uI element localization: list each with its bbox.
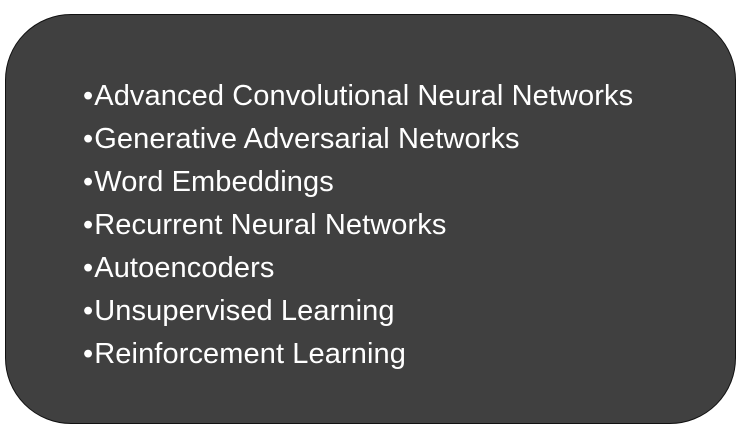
bullet-icon: • [83,295,94,327]
topics-panel: •Advanced Convolutional Neural Networks … [5,14,736,424]
list-item: •Autoencoders [83,247,633,290]
bullet-icon: • [83,252,94,284]
bullet-icon: • [83,166,94,198]
list-item: •Unsupervised Learning [83,290,633,333]
bullet-icon: • [83,123,94,155]
list-item: •Advanced Convolutional Neural Networks [83,75,633,118]
topics-list: •Advanced Convolutional Neural Networks … [83,75,633,376]
list-item: •Recurrent Neural Networks [83,204,633,247]
list-item-label: Autoencoders [94,252,275,284]
list-item-label: Unsupervised Learning [94,295,395,327]
list-item: •Generative Adversarial Networks [83,118,633,161]
list-item-label: Recurrent Neural Networks [94,209,447,241]
bullet-icon: • [83,209,94,241]
list-item-label: Word Embeddings [94,166,334,198]
list-item-label: Generative Adversarial Networks [94,123,520,155]
list-item-label: Advanced Convolutional Neural Networks [94,80,634,112]
bullet-icon: • [83,80,94,112]
bullet-icon: • [83,338,94,370]
list-item-label: Reinforcement Learning [94,338,406,370]
list-item: •Reinforcement Learning [83,333,633,376]
list-item: •Word Embeddings [83,161,633,204]
